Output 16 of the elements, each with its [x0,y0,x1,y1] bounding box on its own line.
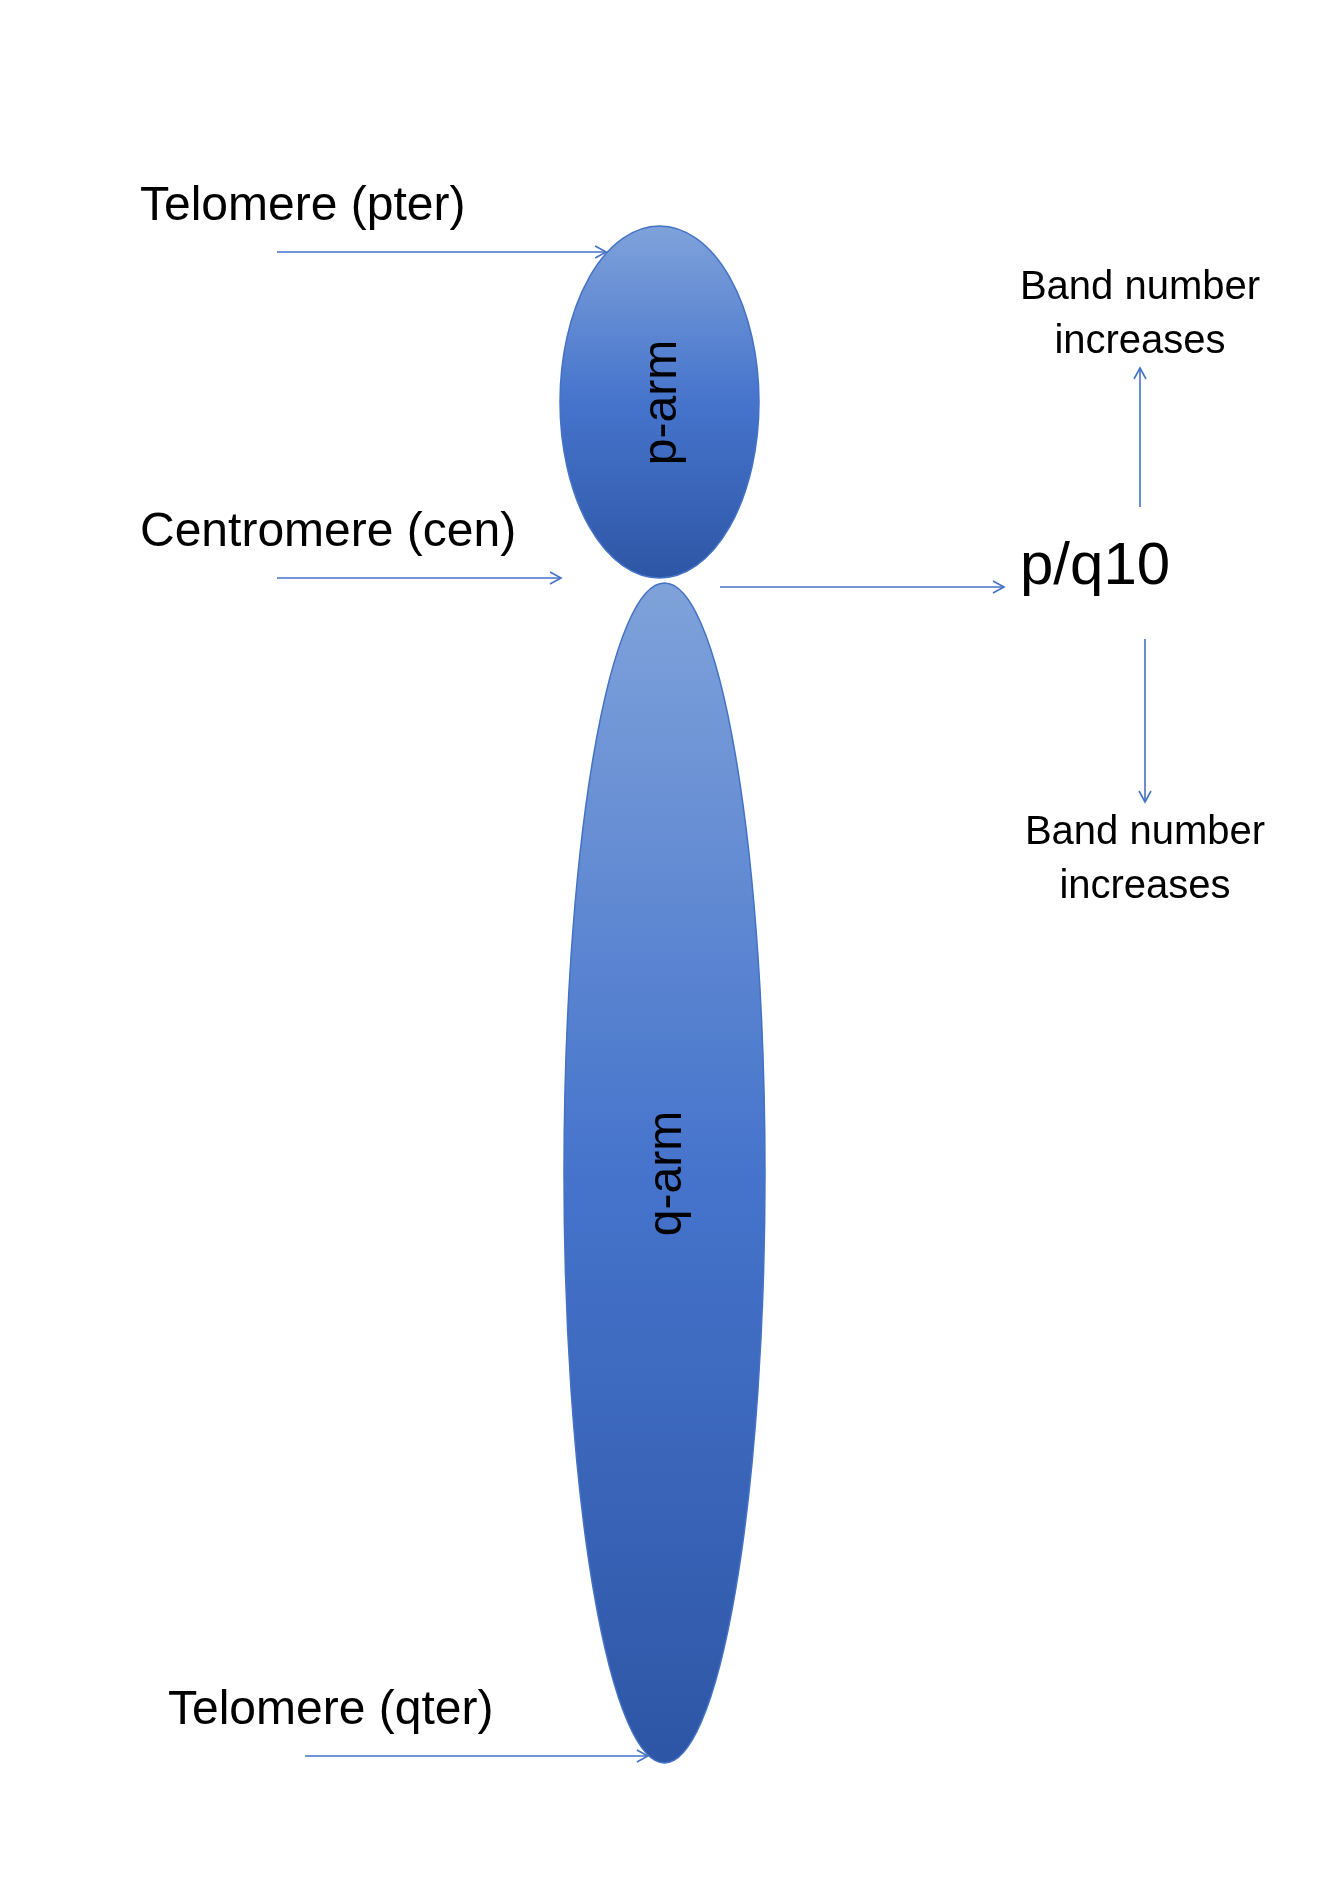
leader-arrow [276,571,562,585]
band-notation-label: p/q10 [1020,528,1220,598]
arrow [1138,638,1152,803]
direction-note: Band number increases [1000,258,1280,366]
direction-note: Band number increases [1005,803,1285,911]
arrow [1133,367,1147,508]
part-label: Telomere (pter) [140,172,520,252]
arrow [304,1749,649,1763]
arm-label: p-arm [632,339,687,465]
leader-arrow [719,580,1005,594]
arrow [276,245,607,259]
arm-label: q-arm [637,1110,692,1236]
p-arm-ellipse [559,225,760,579]
q-arm-ellipse [563,582,766,1764]
part-label: Centromere (cen) [140,498,560,578]
part-label: Telomere (qter) [168,1676,548,1756]
